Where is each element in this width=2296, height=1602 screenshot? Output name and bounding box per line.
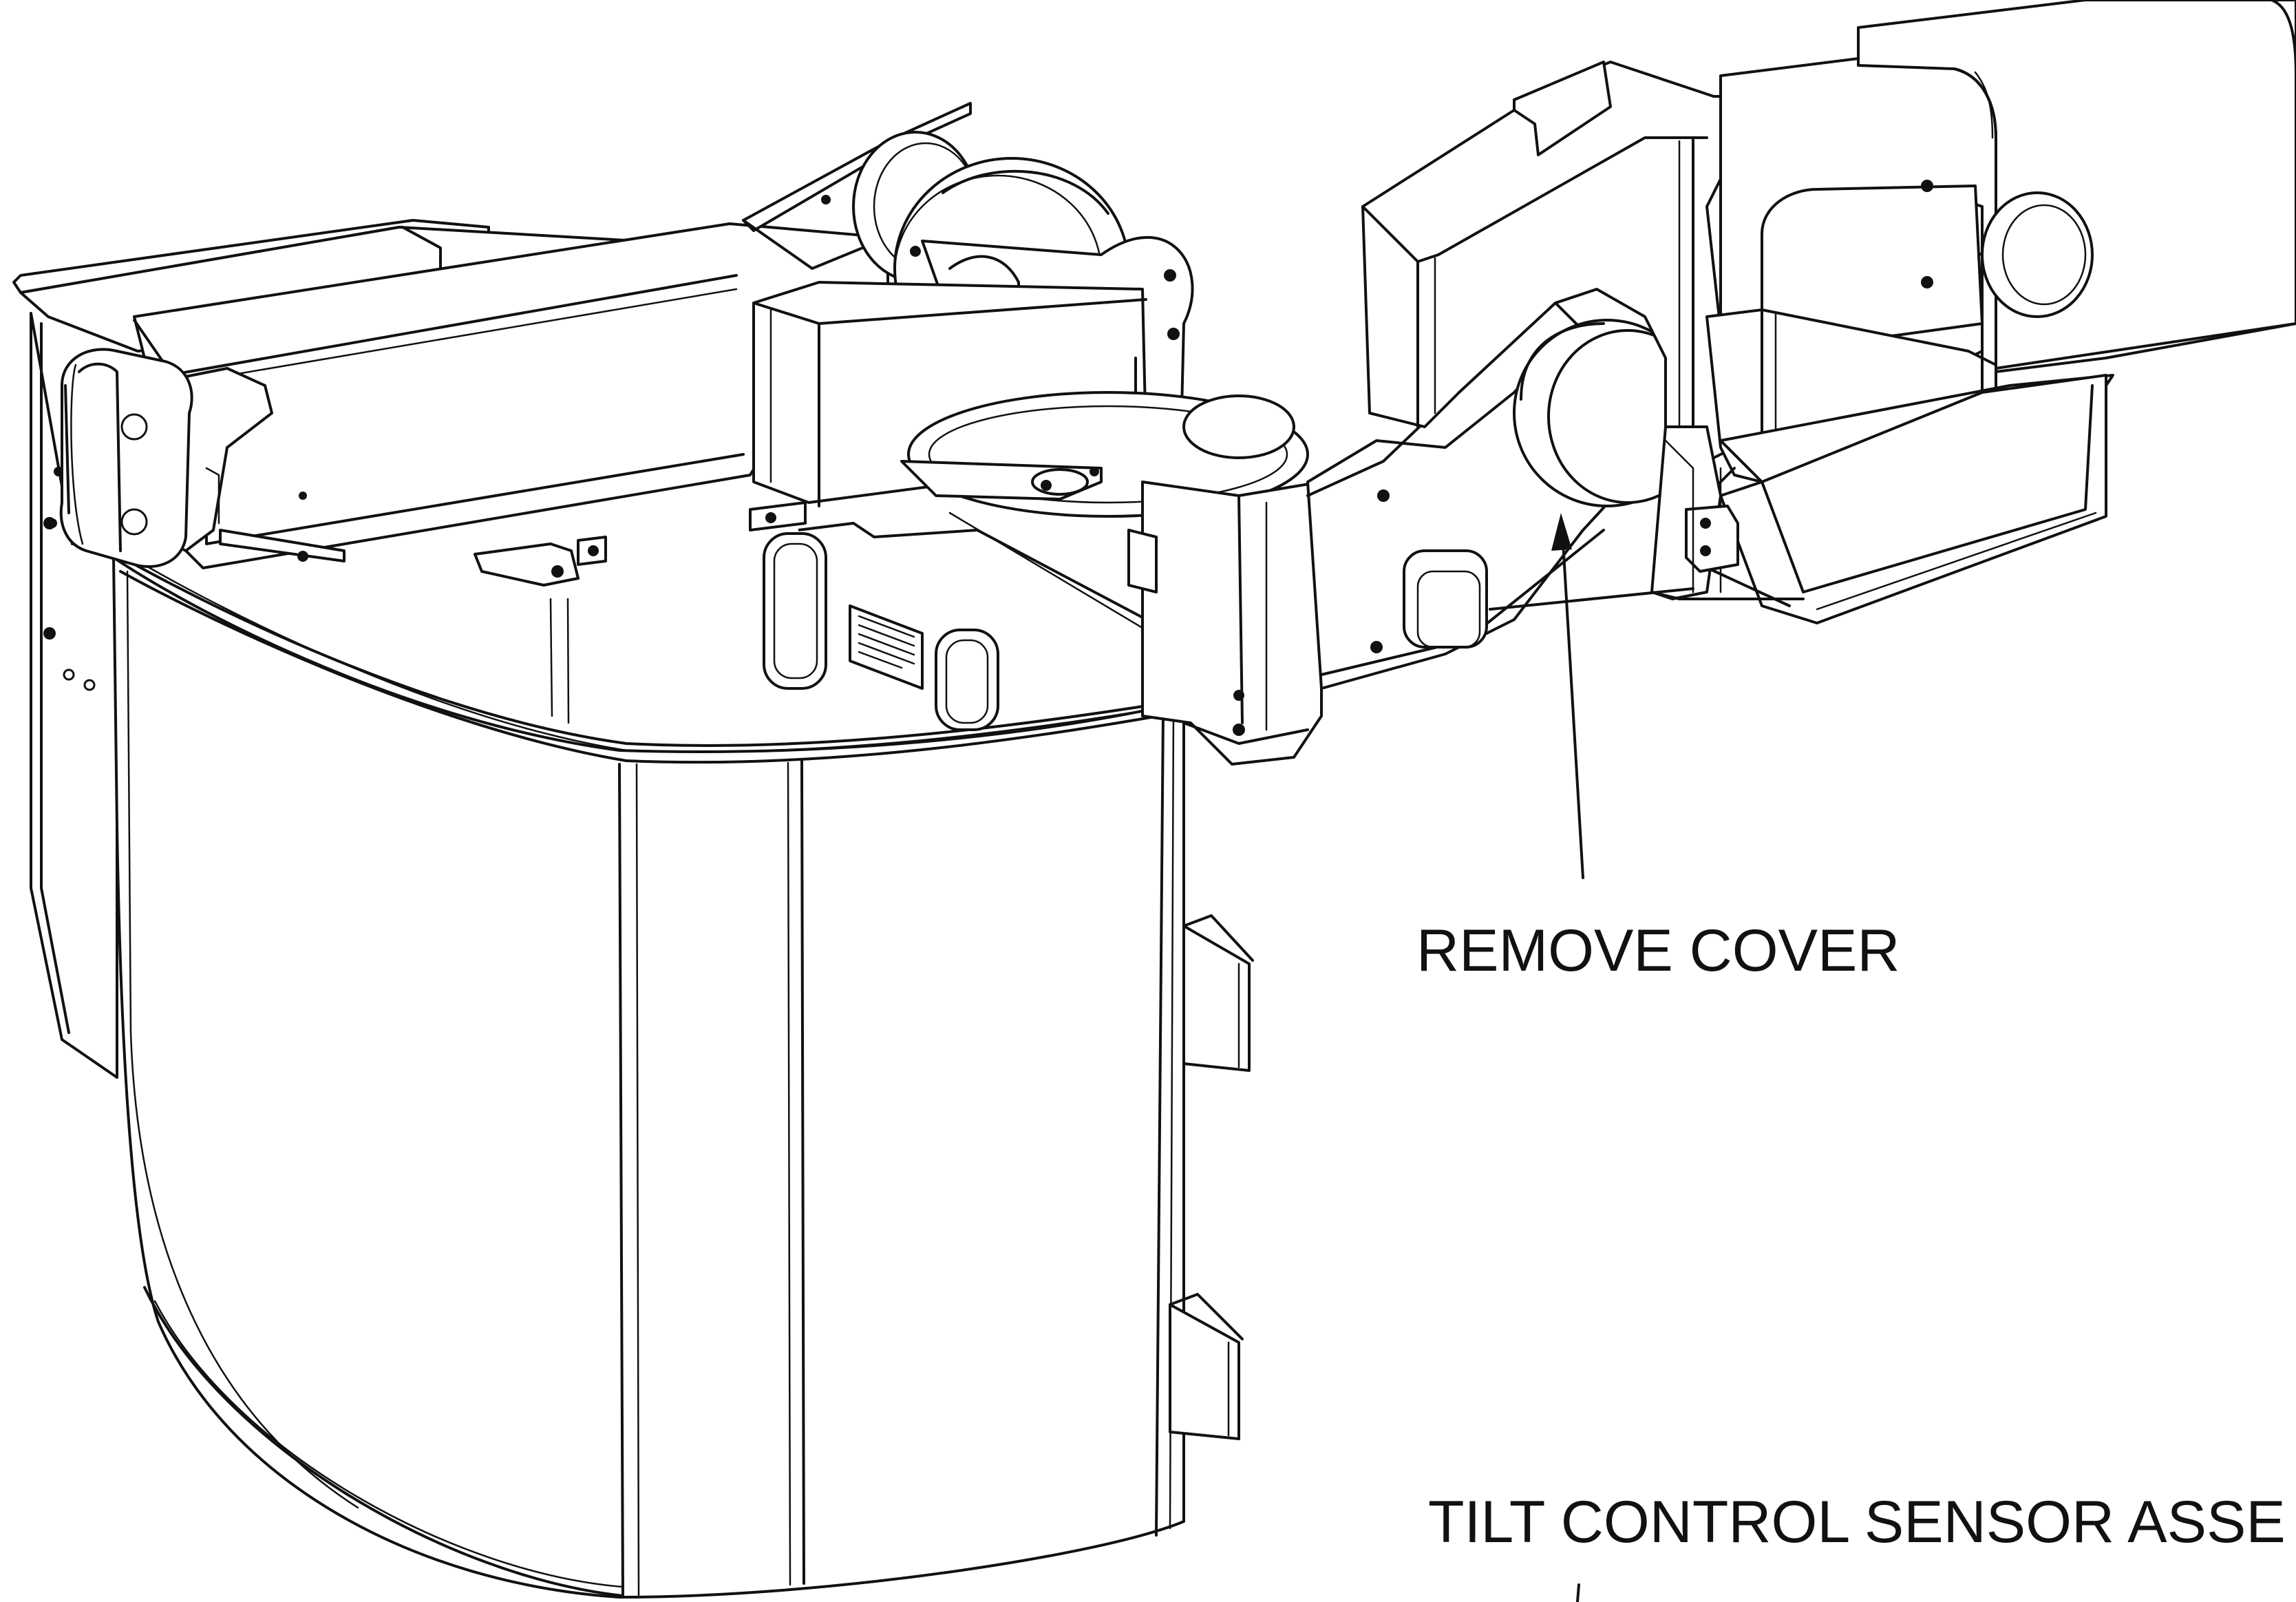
tilt-sensor-bracket (1650, 425, 1805, 600)
pivot-turntable (900, 391, 1309, 518)
swivel-body (1127, 481, 1323, 766)
right-rear-housing (1719, 0, 2296, 436)
remove-cover-label: REMOVE COVER (1416, 918, 1900, 984)
bucket-side-brackets (1169, 914, 1254, 1440)
bucket-interior (549, 512, 1165, 731)
left-end-link (47, 348, 193, 569)
tilt-control-sensor-label: TILT CONTROL SENSOR ASSE (1428, 1489, 2286, 1555)
bucket-body (109, 522, 1235, 1599)
sensor-leader (1489, 587, 1694, 1602)
remove-cover-leader (1551, 513, 1584, 879)
beam-lower-brackets (219, 492, 807, 587)
